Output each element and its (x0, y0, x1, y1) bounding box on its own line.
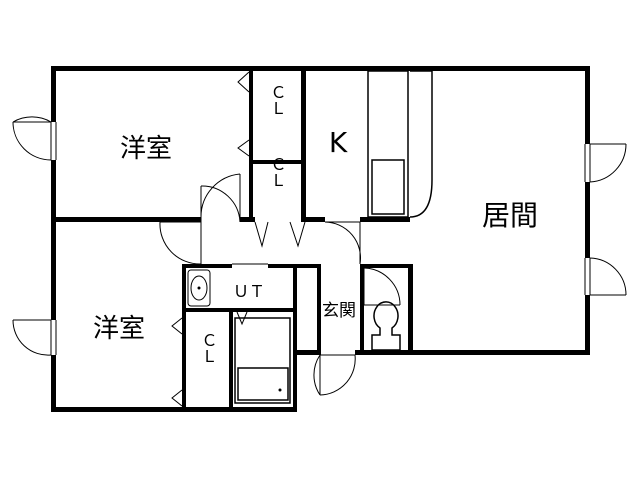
bathtub (234, 317, 291, 404)
label-western-room-bottom: 洋室 (93, 314, 145, 344)
label-living: 居間 (482, 199, 538, 232)
label-closet-top-2: ＣＬ (268, 156, 287, 188)
label-closet-bottom: ＣＬ (199, 332, 218, 364)
closet-labels: ＣＬ ＣＬ ＣＬ (199, 84, 287, 364)
door-swings (12, 71, 627, 407)
walls (51, 66, 590, 412)
label-closet-top-1: ＣＬ (268, 84, 287, 116)
sink (187, 269, 211, 307)
room-labels: 洋室 洋室 K 居間 玄関 ＵＴ (93, 126, 538, 344)
kitchen-counter (367, 70, 433, 218)
label-western-room-top: 洋室 (120, 134, 172, 164)
label-kitchen: K (329, 126, 348, 159)
windows (50, 122, 591, 355)
toilet (371, 301, 401, 351)
label-entrance: 玄関 (322, 301, 356, 321)
label-utility: ＵＴ (233, 282, 265, 301)
